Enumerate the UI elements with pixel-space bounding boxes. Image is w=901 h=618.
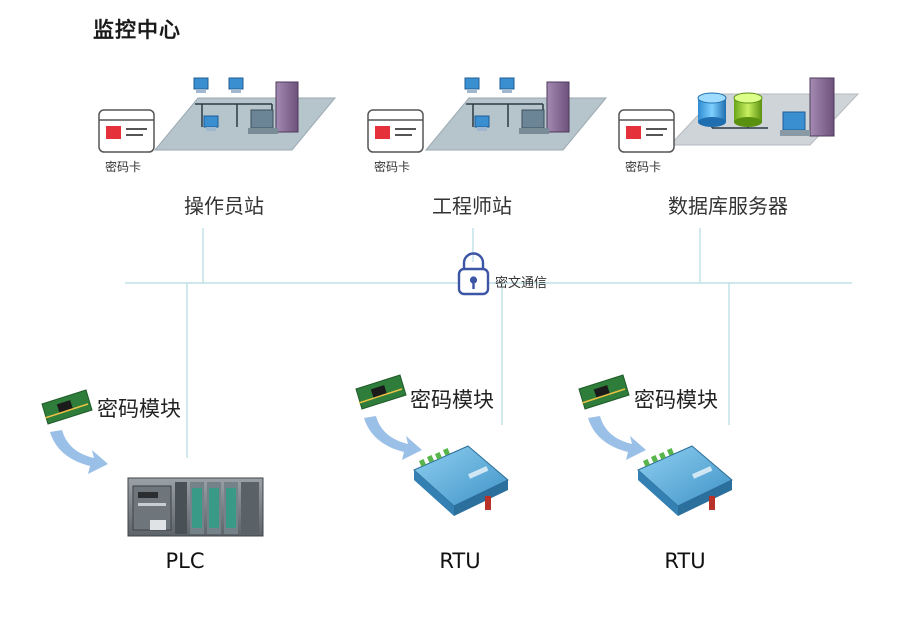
card-label-engineer: 密码卡: [374, 160, 411, 174]
encryption-label: 密文通信: [495, 276, 548, 291]
rtu-device-image-1: [413, 445, 509, 516]
module-label-2: 密码模块: [410, 388, 494, 412]
station-label-database: 数据库服务器: [668, 194, 788, 218]
station-label-operator: 操作员站: [184, 194, 264, 218]
lock-icon: [457, 252, 490, 296]
cipher-module-board-2: [355, 374, 407, 410]
operator-station-icon: [153, 77, 337, 151]
arrow-icon: [588, 416, 646, 460]
crypto-card-engineer-icon: [367, 109, 424, 153]
device-label-rtu-2: RTU: [664, 549, 706, 573]
diagram-title: 监控中心: [93, 18, 181, 42]
arrow-icon: [50, 430, 108, 474]
card-label-operator: 密码卡: [105, 160, 142, 174]
crypto-card-database-icon: [618, 109, 675, 153]
plc-device-image: [127, 477, 264, 537]
device-label-rtu-1: RTU: [439, 549, 481, 573]
station-label-engineer: 工程师站: [432, 194, 512, 218]
crypto-card-operator-icon: [98, 109, 155, 153]
cipher-module-board-1: [41, 389, 93, 425]
arrow-icon: [364, 416, 422, 460]
engineer-station-icon: [424, 77, 608, 151]
card-label-database: 密码卡: [625, 160, 662, 174]
network-lines: [125, 228, 852, 458]
device-label-plc: PLC: [165, 549, 205, 573]
module-label-1: 密码模块: [97, 397, 181, 421]
rtu-device-image-2: [637, 445, 733, 516]
database-server-icon: [668, 77, 860, 146]
module-label-3: 密码模块: [634, 388, 718, 412]
cipher-module-board-3: [578, 374, 630, 410]
